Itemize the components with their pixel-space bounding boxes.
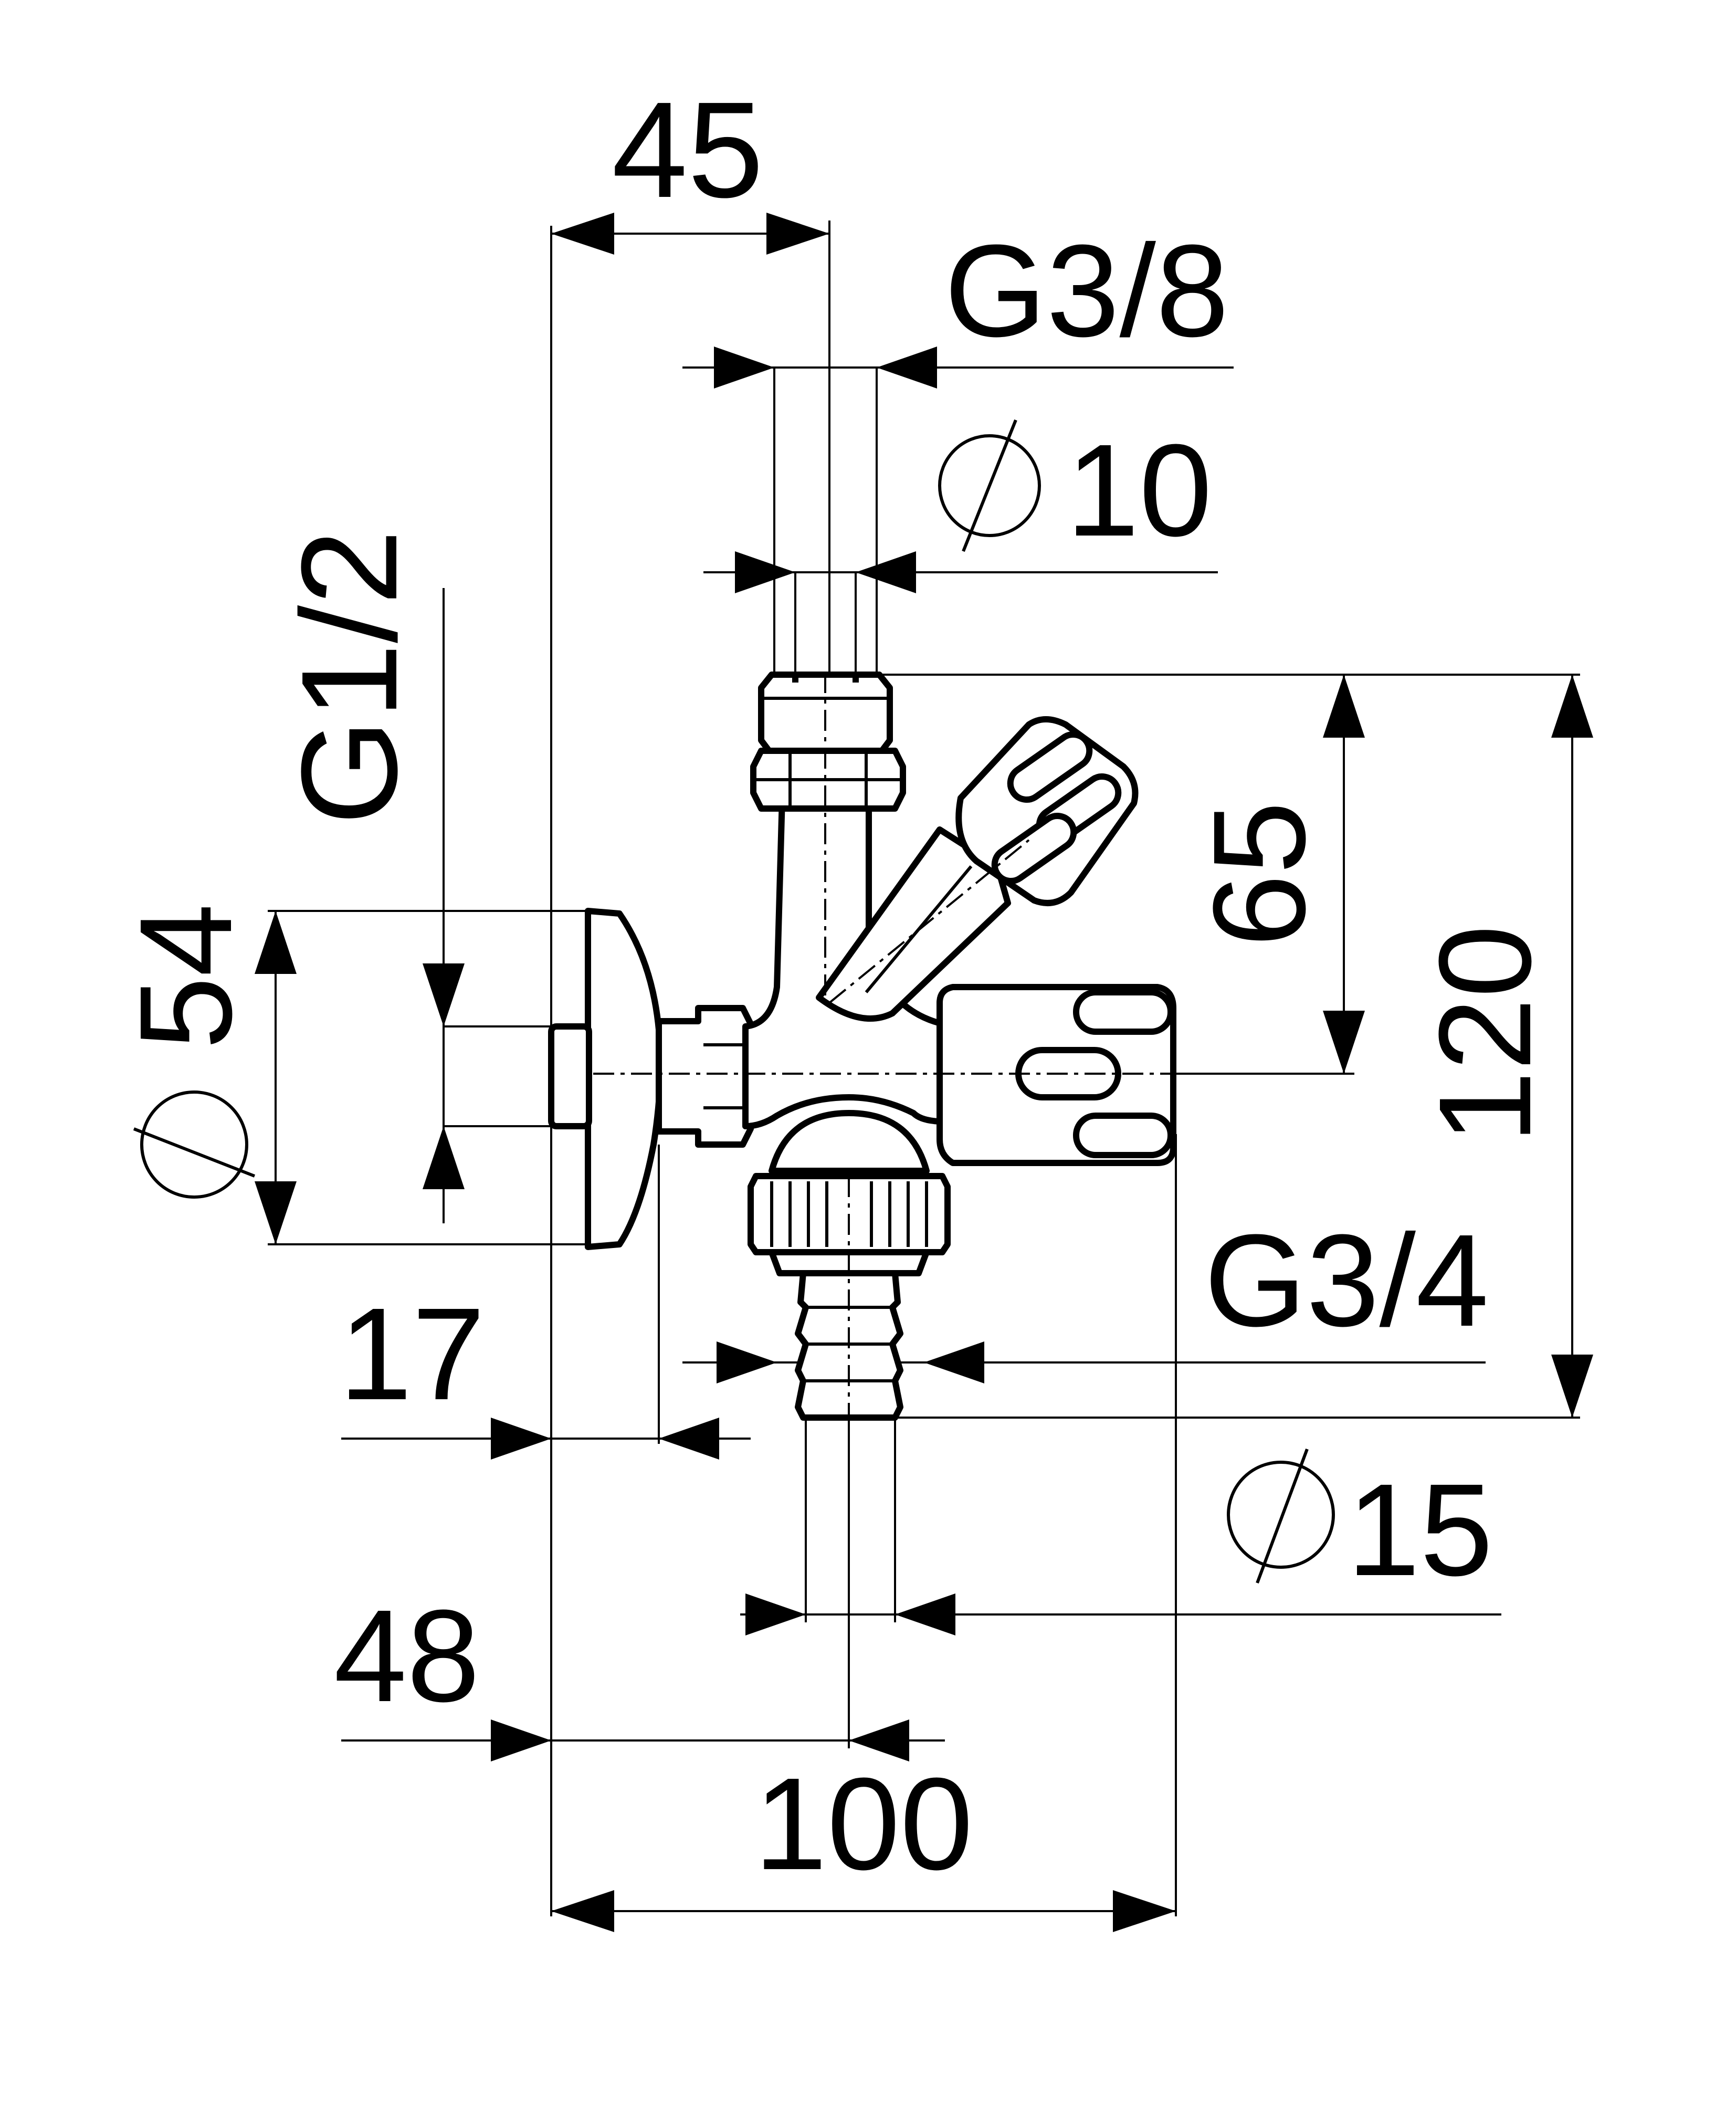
label-g38: G3/8 [944,217,1229,364]
arrow-120-bottom [1551,1355,1593,1418]
diameter-symbols [133,419,1335,1584]
label-48: 48 [334,1582,480,1729]
diameter-icon-15 [1227,1448,1335,1584]
arrow-d15-left [745,1593,806,1635]
arrow-g12-top [423,963,465,1026]
label-120: 120 [1412,925,1558,1144]
label-g12: G1/2 [273,529,426,825]
diagonal-grip-3 [991,813,1077,884]
centerlines [593,672,1176,1418]
wall-rosette [585,908,664,1250]
dimension-lines [255,213,1593,1932]
label-45: 45 [612,74,763,226]
label-65: 65 [1186,801,1332,947]
diameter-icon-10 [938,419,1041,552]
diameter-icon-54 [133,1090,256,1199]
arrow-65-top [1323,675,1365,738]
arrow-65-bottom [1323,1011,1365,1074]
arrow-d10-left [735,551,795,593]
horizontal-grip-bottom [1073,1113,1174,1158]
outlet-dome [769,1110,930,1174]
diagonal-grip-1 [1007,731,1093,803]
arrow-48-left [491,1719,551,1761]
label-d10: 10 [1066,417,1212,563]
arrow-100-left [551,1890,614,1932]
arrow-d15-right [895,1593,955,1635]
inlet-nut [656,1005,754,1148]
arrow-g34-left [717,1341,777,1383]
horizontal-grip-top [1073,989,1174,1035]
arrow-g38-left [714,347,774,389]
label-d15: 15 [1347,1456,1493,1603]
inlet-stub [548,1023,592,1129]
label-100: 100 [754,1750,973,1897]
arrow-120-top [1551,675,1593,738]
arrow-g38-right [877,347,937,389]
label-g34: G3/4 [1204,1207,1489,1354]
label-17: 17 [339,1281,485,1427]
arrow-45-left [551,213,614,255]
arrow-17-right [659,1418,719,1460]
arrow-54-top [255,911,297,974]
arrow-45-right [766,213,829,255]
arrow-g34-right [924,1341,984,1383]
arrow-d10-right [856,551,916,593]
knurl-lines [770,1181,928,1247]
arrow-48-right [849,1719,909,1761]
arrow-54-bottom [255,1181,297,1244]
arrow-17-left [491,1418,551,1460]
label-54: 54 [112,904,259,1050]
dimension-labels: 45 G3/8 10 G1/2 65 54 120 G3/4 17 15 48 … [112,74,1558,1897]
valve-assembly [548,672,1176,1421]
arrow-100-right [1113,1890,1176,1932]
arrow-g12-bottom [423,1126,465,1189]
